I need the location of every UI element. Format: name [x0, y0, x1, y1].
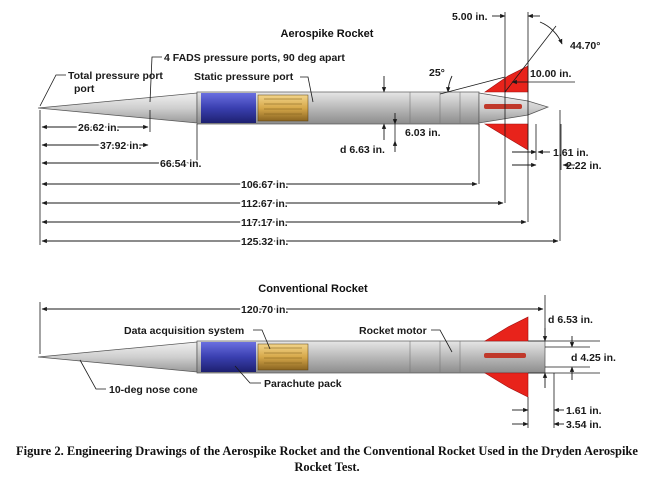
conventional-parachute-section	[201, 342, 256, 372]
aerospike-fin-upper	[484, 65, 529, 93]
aerospike-rocket	[37, 65, 550, 151]
dim-5-00: 5.00 in.	[452, 11, 488, 23]
aerospike-payload-section	[201, 93, 256, 123]
parachute-pack-label: Parachute pack	[264, 378, 342, 390]
nose-cone-leader	[79, 359, 106, 390]
dim-120-70: 120.70 in.	[241, 304, 288, 316]
rocket-motor-leader	[431, 329, 453, 353]
fads-ports-leader	[149, 56, 162, 103]
dim-d-6-63: d 6.63 in.	[340, 144, 385, 156]
dim-37-92: 37.92 in.	[100, 140, 142, 152]
dim-2-22: 2.22 in.	[566, 160, 602, 172]
conventional-rocket	[37, 316, 546, 398]
aerospike-nose-cone	[37, 92, 198, 124]
dim-106-67: 106.67 in.	[241, 179, 288, 191]
dim-1-61-top: 1.61 in.	[553, 147, 589, 159]
figure-caption: Figure 2. Engineering Drawings of the Ae…	[16, 444, 638, 474]
data-acquisition-label: Data acquisition system	[124, 325, 244, 337]
conventional-nose-cone	[37, 341, 198, 373]
dim-1-61-bottom: 1.61 in.	[566, 405, 602, 417]
static-pressure-port-leader	[300, 76, 314, 103]
aerospike-electronics-section	[257, 94, 309, 122]
dim-d-6-53: d 6.53 in.	[548, 314, 593, 326]
dim-6-03: 6.03 in.	[405, 127, 441, 139]
total-pressure-port-leader	[39, 74, 66, 107]
dim-10-00: 10.00 in.	[530, 68, 572, 80]
angle-44-70: 44.70°	[570, 40, 600, 52]
dim-66-54: 66.54 in.	[160, 158, 202, 170]
aerospike-motor-band	[484, 104, 522, 109]
conventional-fin-upper	[483, 316, 529, 342]
dim-26-62: 26.62 in.	[78, 122, 120, 134]
conventional-dimensions: 120.70 in. d 6.53 in. d 4.25 in. 1.61 in…	[39, 295, 616, 431]
total-pressure-port-label: Total pressure port	[68, 70, 163, 82]
static-pressure-port-label: Static pressure port	[194, 71, 294, 83]
aerospike-title: Aerospike Rocket	[281, 28, 374, 40]
conventional-electronics-section	[257, 343, 309, 371]
dim-117-17: 117.17 in.	[241, 217, 288, 229]
rocket-motor-label: Rocket motor	[359, 325, 427, 337]
engineering-drawing: Aerospike Rocket Total pressure port por…	[37, 11, 616, 431]
conventional-title: Conventional Rocket	[258, 283, 368, 295]
dim-112-67: 112.67 in.	[241, 198, 288, 210]
angle-25: 25°	[429, 67, 445, 79]
dim-125-32: 125.32 in.	[241, 236, 288, 248]
conventional-motor-band	[484, 353, 526, 358]
aerospike-fin-lower	[483, 123, 529, 151]
dim-3-54: 3.54 in.	[566, 419, 602, 431]
conventional-fin-lower	[483, 372, 529, 398]
fads-ports-label: 4 FADS pressure ports, 90 deg apart	[164, 52, 345, 64]
nose-cone-label: 10-deg nose cone	[109, 384, 198, 396]
total-pressure-port-label-2: port	[74, 83, 95, 95]
dim-d-4-25: d 4.25 in.	[571, 352, 616, 364]
aerospike-dimensions: 26.62 in. 37.92 in. 66.54 in. 106.67 in.…	[41, 11, 602, 250]
parachute-pack-leader	[234, 365, 261, 384]
data-acquisition-leader	[253, 329, 271, 350]
